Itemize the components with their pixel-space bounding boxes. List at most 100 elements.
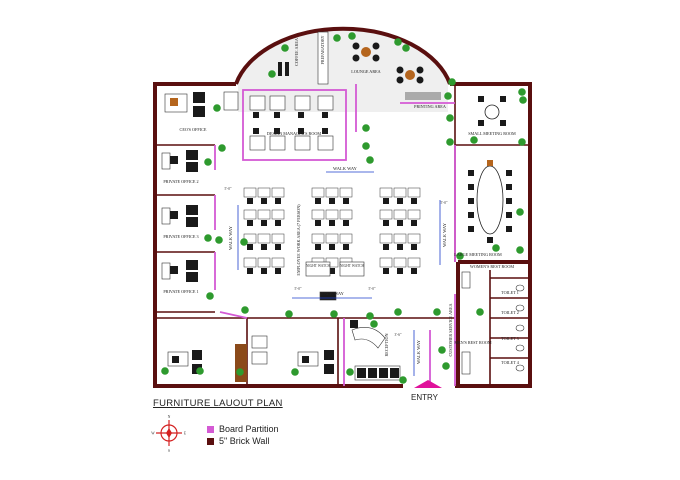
workstation-desk xyxy=(311,233,325,244)
workstation-desk xyxy=(393,209,407,220)
compass-e: E xyxy=(184,432,187,436)
walkway-label-left: WALK WAY xyxy=(228,225,233,250)
dimension-3: 5'-0" xyxy=(369,287,376,291)
lounge-outer-wall xyxy=(234,26,452,85)
plant-icon xyxy=(394,308,402,316)
workstation-desk xyxy=(325,209,339,220)
brick-walls xyxy=(153,82,532,388)
workstation-chair xyxy=(343,244,349,250)
workstation-desk xyxy=(379,257,393,268)
workstation-chair xyxy=(275,198,281,204)
workstation-desk xyxy=(257,209,271,220)
workstation-chair xyxy=(383,198,389,204)
workstation-desk xyxy=(271,209,285,220)
workstation-desk xyxy=(311,187,325,198)
plant-icon xyxy=(215,236,223,244)
workstation-desk xyxy=(257,257,271,268)
workstation-desk xyxy=(407,257,421,268)
dimension-1: 5'-0" xyxy=(225,187,232,191)
plant-icon xyxy=(196,367,204,375)
workstation-chair xyxy=(247,220,253,226)
label-night-watch-1: NIGHT WATCH xyxy=(306,264,331,268)
workstation-desk xyxy=(257,187,271,198)
workstation-chair xyxy=(411,268,417,274)
label-employee-area: EMPLOYEE WORK AREA (7 PERSON) xyxy=(296,204,301,276)
compass-s: S xyxy=(168,449,170,453)
label-small-meeting: SMALL MEETING ROOM xyxy=(468,131,516,136)
workstation-chair xyxy=(397,268,403,274)
label-lounge: LOUNGE AREA xyxy=(351,69,380,74)
plant-icon xyxy=(456,252,464,260)
entry-label: ENTRY xyxy=(411,393,438,402)
plant-icon xyxy=(346,368,354,376)
workstation-desk xyxy=(407,233,421,244)
design-manager-chairs xyxy=(253,112,328,134)
plant-icon xyxy=(268,70,276,78)
plant-icon xyxy=(213,104,221,112)
walkway-arrows xyxy=(237,171,441,376)
plant-icon xyxy=(448,78,456,86)
plant-icon xyxy=(476,308,484,316)
plant-icon xyxy=(519,96,527,104)
bottom-offices-furniture xyxy=(167,320,401,382)
plant-icon xyxy=(161,367,169,375)
workstation-chair xyxy=(329,220,335,226)
large-meeting-table xyxy=(468,160,512,243)
plant-icon xyxy=(438,346,446,354)
workstation-desk xyxy=(407,209,421,220)
workstation-chair xyxy=(247,244,253,250)
workstation-chair xyxy=(247,268,253,274)
workstation-chair xyxy=(261,268,267,274)
label-design-manager: DESIGN MANAGER'S ROOM xyxy=(267,131,322,136)
plant-icon xyxy=(370,320,378,328)
workstation-desk xyxy=(271,233,285,244)
plant-icon xyxy=(330,310,338,318)
workstation-chair xyxy=(383,244,389,250)
workstation-chair xyxy=(329,268,335,274)
label-toilet-3: TOILET 3 xyxy=(501,336,519,341)
workstation-chair xyxy=(315,244,321,250)
walkway-label-center: WALK WAY xyxy=(320,291,345,296)
board-partitions xyxy=(214,84,456,386)
plant-icon xyxy=(518,88,526,96)
workstation-chair xyxy=(261,244,267,250)
label-women-rest: WOMEN'S REST ROOM xyxy=(470,264,514,269)
label-private-2: PRIVATE OFFICE 2 xyxy=(163,179,198,184)
plant-icon xyxy=(362,142,370,150)
private-office-furniture xyxy=(161,91,239,282)
workstation-desk xyxy=(325,187,339,198)
workstation-desk xyxy=(379,233,393,244)
plant-icon xyxy=(291,368,299,376)
label-ceo-office: CEO'S OFFICE xyxy=(180,127,207,132)
plant-icon xyxy=(241,306,249,314)
plant-icon xyxy=(206,292,214,300)
workstation-chair xyxy=(397,198,403,204)
plant-icon xyxy=(236,368,244,376)
plant-icon xyxy=(362,124,370,132)
workstation-desk xyxy=(379,209,393,220)
night-watch-units xyxy=(305,261,365,301)
workstation-chair xyxy=(397,220,403,226)
workstation-chair xyxy=(343,198,349,204)
plant-icon xyxy=(204,234,212,242)
label-private-3: PRIVATE OFFICE 3 xyxy=(163,234,198,239)
plant-icon xyxy=(516,208,524,216)
legend-swatch-partition xyxy=(207,425,214,433)
plant-icon xyxy=(433,308,441,316)
workstation-chair xyxy=(411,220,417,226)
plant-icon xyxy=(394,38,402,46)
workstation-desk xyxy=(339,233,353,244)
workstation-desk xyxy=(271,257,285,268)
plan-title: FURNITURE LAUOUT PLAN xyxy=(153,398,283,409)
label-pantry: PREPARATORY xyxy=(320,35,325,64)
workstation-chair xyxy=(329,244,335,250)
label-toilet-2: TOILET 2 xyxy=(501,310,519,315)
plants xyxy=(161,32,527,384)
plant-icon xyxy=(204,158,212,166)
plant-icon xyxy=(218,144,226,152)
plant-icon xyxy=(281,44,289,52)
legend-item-brick: 5" Brick Wall xyxy=(207,436,269,446)
compass-n: N xyxy=(168,415,171,419)
compass-w: W xyxy=(151,432,155,436)
